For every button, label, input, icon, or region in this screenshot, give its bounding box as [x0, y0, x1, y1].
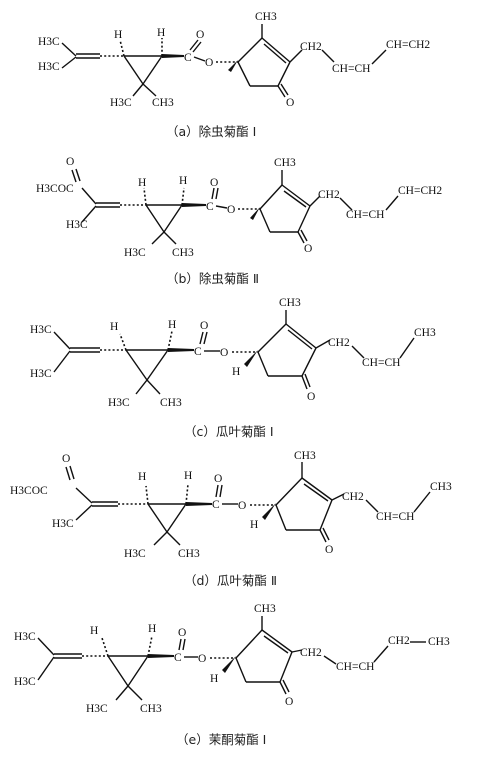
- ester-carbonyl-o: O: [196, 29, 204, 41]
- pentenone-ketone: O: [285, 696, 293, 708]
- ring-h-left: H: [110, 321, 118, 333]
- ring-methyl-left: H3C: [108, 397, 130, 409]
- structure-b: O H3COC H3C H H H3C CH3 C O O: [36, 156, 442, 259]
- ring-methyl-left: H3C: [110, 97, 132, 109]
- acid-methyl-top: H3C: [14, 631, 36, 643]
- ester-oxygen: O: [238, 500, 246, 512]
- ester-carbonyl-o: O: [214, 473, 222, 485]
- ring-methyl-right: CH3: [178, 548, 200, 560]
- ring-h-right: H: [148, 623, 156, 635]
- ring-h-left: H: [138, 177, 146, 189]
- acid-methyl-top: H3C: [30, 324, 52, 336]
- side-ch2: CH2: [328, 337, 350, 349]
- pentenone-ketone: O: [325, 544, 333, 556]
- acid-methyl: H3C: [52, 518, 74, 530]
- ester-carbon: C: [194, 346, 202, 358]
- ring-h-right: H: [184, 470, 192, 482]
- acid-methyl-bottom: H3C: [14, 676, 36, 688]
- side-terminal: CH=CH2: [398, 185, 442, 197]
- ring-methyl-right: CH3: [160, 397, 182, 409]
- pentenone-methyl: CH3: [279, 297, 301, 309]
- ester-carbonyl-o: O: [210, 177, 218, 189]
- side-chch: CH=CH: [376, 511, 414, 523]
- side-terminal: CH=CH2: [386, 39, 430, 51]
- side-terminal: CH3: [414, 327, 436, 339]
- acid-methyl-bottom: H3C: [30, 368, 52, 380]
- side-chch: CH=CH: [332, 63, 370, 75]
- ester-carbon: C: [206, 201, 214, 213]
- ring-h-left: H: [138, 471, 146, 483]
- caption-a: （a）除虫菊酯 Ⅰ: [166, 124, 256, 139]
- structure-d: O H3COC H3C H H H3C CH3 C O O H: [10, 450, 452, 560]
- ring-methyl-right: CH3: [172, 247, 194, 259]
- ester-carbon: C: [174, 652, 182, 664]
- caption-e: （e）茉酮菊酯 Ⅰ: [176, 732, 266, 747]
- pentenone-ketone: O: [304, 243, 312, 255]
- ester-carbon: C: [212, 499, 220, 511]
- ring-methyl-left: H3C: [124, 548, 146, 560]
- ester-oxygen: O: [227, 204, 235, 216]
- pentenone-h: H: [250, 519, 258, 531]
- pentenone-h: H: [232, 366, 240, 378]
- structure-a: H3C H3C H H H3C CH3 C O O: [38, 11, 430, 109]
- pentenone-ketone: O: [307, 391, 315, 403]
- side-ch2: CH2: [300, 647, 322, 659]
- ester-oxygen: O: [220, 347, 228, 359]
- ester-carbonyl-o: O: [200, 320, 208, 332]
- ring-methyl-left: H3C: [86, 703, 108, 715]
- side-ch2-2: CH2: [388, 635, 410, 647]
- acid-methyl-top: H3C: [38, 36, 60, 48]
- pentenone-methyl: CH3: [294, 450, 316, 462]
- acid-carbonyl-o: O: [62, 453, 70, 465]
- pentenone-methyl: CH3: [254, 603, 276, 615]
- structure-e: H3C H3C H H H3C CH3 C O O H CH3: [14, 603, 450, 715]
- side-chch: CH=CH: [336, 661, 374, 673]
- acid-methoxycarbonyl: H3COC: [10, 485, 48, 497]
- ring-methyl-left: H3C: [124, 247, 146, 259]
- pentenone-methyl: CH3: [274, 157, 296, 169]
- caption-c: （c）瓜叶菊酯 Ⅰ: [184, 424, 274, 439]
- ring-h-right: H: [179, 175, 187, 187]
- pentenone-methyl: CH3: [255, 11, 277, 23]
- acid-methyl-bottom: H3C: [38, 61, 60, 73]
- side-chch: CH=CH: [362, 357, 400, 369]
- ring-h-right: H: [168, 319, 176, 331]
- acid-methoxycarbonyl: H3COC: [36, 183, 74, 195]
- ring-methyl-right: CH3: [152, 97, 174, 109]
- side-ch2: CH2: [342, 491, 364, 503]
- ester-carbon: C: [184, 52, 192, 64]
- ester-oxygen: O: [205, 57, 213, 69]
- ring-h-right: H: [157, 27, 165, 39]
- side-terminal: CH3: [430, 481, 452, 493]
- side-chch: CH=CH: [346, 209, 384, 221]
- side-terminal: CH3: [428, 636, 450, 648]
- ring-h-left: H: [90, 625, 98, 637]
- side-ch2: CH2: [300, 41, 322, 53]
- caption-d: （d）瓜叶菊酯 Ⅱ: [184, 573, 277, 588]
- side-ch2: CH2: [318, 189, 340, 201]
- pentenone-ketone: O: [286, 97, 294, 109]
- ring-h-left: H: [114, 29, 122, 41]
- acid-methyl: H3C: [66, 219, 88, 231]
- pentenone-h: H: [210, 673, 218, 685]
- ester-oxygen: O: [198, 653, 206, 665]
- ring-methyl-right: CH3: [140, 703, 162, 715]
- acid-carbonyl-o: O: [66, 156, 74, 168]
- ester-carbonyl-o: O: [178, 627, 186, 639]
- structure-c: H3C H3C H H H3C CH3 C O O H CH3: [30, 297, 436, 409]
- caption-b: （b）除虫菊酯 Ⅱ: [166, 271, 259, 286]
